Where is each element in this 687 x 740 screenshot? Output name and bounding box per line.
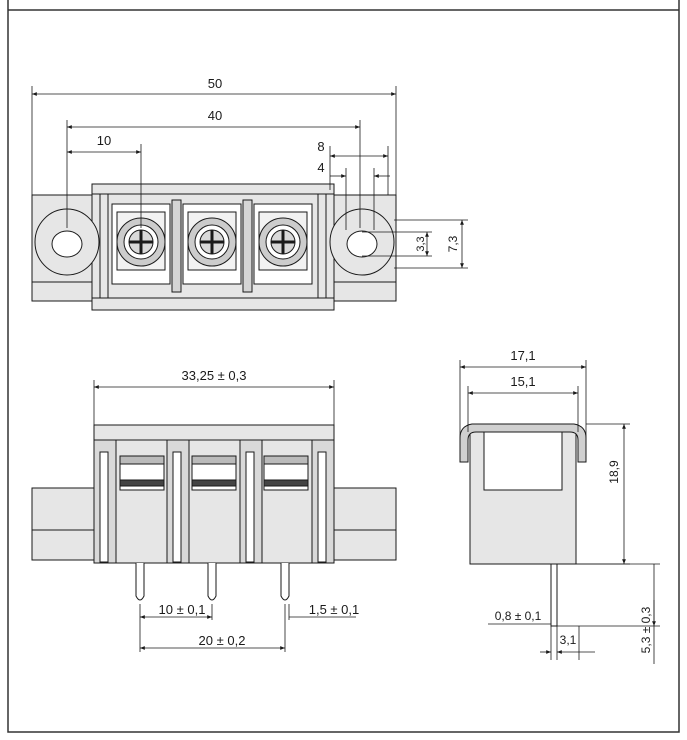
side-dimensions xyxy=(459,360,660,664)
mounting-hole-left xyxy=(34,208,100,276)
dim-pin-offset: 3,1 xyxy=(560,633,577,647)
dim-3-3: 3,3 xyxy=(415,236,427,251)
dim-pin-span: 20 ± 0,2 xyxy=(199,633,246,648)
mounting-hole-right xyxy=(329,208,395,276)
front-clamp-2 xyxy=(191,455,237,491)
dim-body-width: 33,25 ± 0,3 xyxy=(182,368,247,383)
screw-terminal-3 xyxy=(253,203,313,285)
top-view: 50 40 10 8 4 3,3 7,3 xyxy=(31,76,468,311)
dim-4: 4 xyxy=(317,160,324,175)
screw-terminal-2 xyxy=(182,203,242,285)
dim-side-height: 18,9 xyxy=(607,460,621,484)
front-clamp-1 xyxy=(119,455,165,491)
dim-mounting-hole-pitch: 40 xyxy=(208,108,222,123)
front-view-body xyxy=(31,424,397,601)
dim-terminal-pitch: 10 xyxy=(97,133,111,148)
side-view: 17,1 15,1 18,9 0,8 ± 0,1 3,1 5,3 ± 0,3 xyxy=(459,348,660,664)
dim-side-width-inner: 15,1 xyxy=(510,374,535,389)
top-dimensions xyxy=(31,86,468,269)
side-view-body xyxy=(459,423,587,627)
dim-side-width-outer: 17,1 xyxy=(510,348,535,363)
screw-terminal-1 xyxy=(111,203,171,285)
dim-pin-thickness: 0,8 ± 0,1 xyxy=(495,609,542,623)
front-dimensions xyxy=(93,380,356,652)
dim-pin-pitch: 10 ± 0,1 xyxy=(159,602,206,617)
top-view-body xyxy=(31,183,397,311)
dim-pin-length: 5,3 ± 0,3 xyxy=(639,606,653,653)
front-view: 33,25 ± 0,3 10 ± 0,1 1,5 ± 0,1 20 ± 0,2 xyxy=(31,368,397,652)
dim-pin-diameter: 1,5 ± 0,1 xyxy=(309,602,360,617)
dim-7-3: 7,3 xyxy=(446,235,460,252)
front-pins xyxy=(135,563,290,601)
dim-8: 8 xyxy=(317,139,324,154)
drawing-frame xyxy=(7,0,680,733)
front-clamp-3 xyxy=(263,455,309,491)
dim-overall-width: 50 xyxy=(208,76,222,91)
